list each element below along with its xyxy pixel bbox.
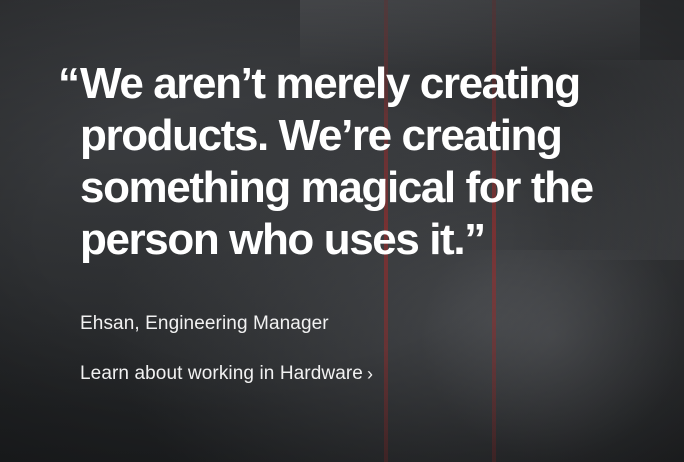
quote-block: “We aren’t merely creating products. We’…	[58, 58, 638, 386]
open-quote-mark: “	[58, 59, 80, 108]
chevron-right-icon: ›	[366, 364, 374, 384]
hardware-careers-link[interactable]: Learn about working in Hardware›	[80, 361, 373, 386]
quote-text-block: “We aren’t merely creating products. We’…	[58, 58, 638, 266]
close-quote-mark: ”	[464, 215, 486, 264]
quote-author: Ehsan, Engineering Manager	[80, 313, 329, 334]
quote-text: We aren’t merely creating products. We’r…	[80, 59, 594, 264]
link-label: Learn about working in Hardware	[80, 363, 363, 384]
